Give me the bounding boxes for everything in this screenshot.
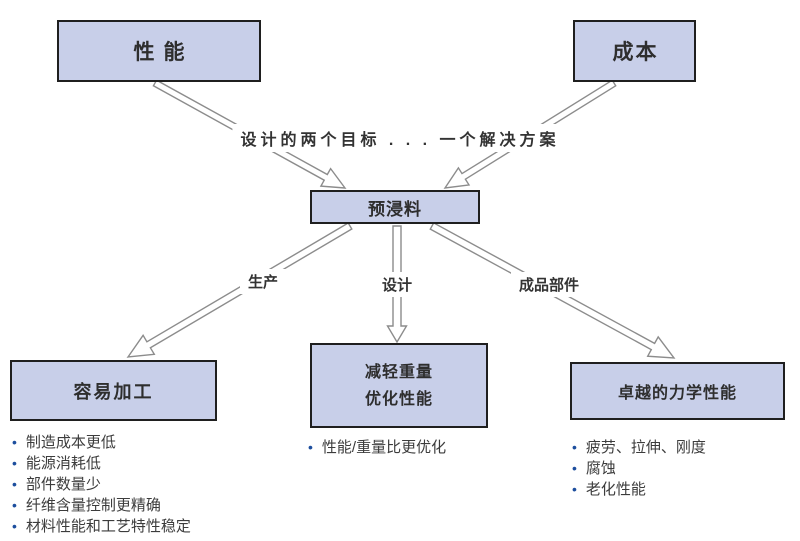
bullet-icon: • xyxy=(572,460,577,476)
list-item: • 制造成本更低 xyxy=(12,432,191,453)
easy-processing-bullet-list: • 制造成本更低 • 能源消耗低 • 部件数量少 • 纤维含量控制更精确 • 材料性能和工… xyxy=(12,432,191,537)
weight-performance-bullet-list: • 性能/重量比更优化 xyxy=(308,437,446,458)
list-item: • 性能/重量比更优化 xyxy=(308,437,446,458)
weight-box-line2: 优化性能 xyxy=(364,390,433,408)
bullet-icon: • xyxy=(12,455,17,471)
bullet-icon: • xyxy=(12,476,17,492)
list-item: • 疲劳、拉伸、刚度 xyxy=(572,437,706,458)
bullet-icon: • xyxy=(572,481,577,497)
branch-label-production: 生产 xyxy=(239,269,287,294)
mechanical-properties-box: 卓越的力学性能 xyxy=(570,362,785,420)
goal-caption: 设计的两个目标 . . . 一个解决方案 xyxy=(232,124,568,152)
list-item: • 腐蚀 xyxy=(572,458,706,479)
list-item: • 材料性能和工艺特性稳定 xyxy=(12,516,191,537)
prepreg-box: 预浸料 xyxy=(310,190,480,224)
branch-label-design: 设计 xyxy=(373,272,421,297)
bullet-text: 疲劳、拉伸、刚度 xyxy=(585,439,706,456)
branch-label-finished-parts: 成品部件 xyxy=(510,272,588,297)
bullet-text: 纤维含量控制更精确 xyxy=(25,497,161,514)
bullet-text: 能源消耗低 xyxy=(25,455,101,472)
list-item: • 部件数量少 xyxy=(12,474,191,495)
bullet-text: 部件数量少 xyxy=(25,476,101,493)
bullet-text: 材料性能和工艺特性稳定 xyxy=(25,518,191,535)
performance-box: 性能 xyxy=(57,20,261,82)
bullet-icon: • xyxy=(12,497,17,513)
bullet-icon: • xyxy=(12,434,17,450)
bullet-text: 制造成本更低 xyxy=(25,434,116,451)
bullet-icon: • xyxy=(12,518,17,534)
list-item: • 老化性能 xyxy=(572,479,706,500)
bullet-text: 性能/重量比更优化 xyxy=(321,439,447,456)
easy-processing-box: 容易加工 xyxy=(10,360,217,421)
weight-box-line1: 减轻重量 xyxy=(364,363,433,381)
list-item: • 纤维含量控制更精确 xyxy=(12,495,191,516)
bullet-icon: • xyxy=(572,439,577,455)
mechanical-bullet-list: • 疲劳、拉伸、刚度 • 腐蚀 • 老化性能 xyxy=(572,437,706,500)
bullet-text: 腐蚀 xyxy=(585,460,616,477)
arrow-prepreg-to-easy xyxy=(126,222,353,358)
weight-performance-box: 减轻重量 优化性能 xyxy=(310,343,488,428)
bullet-text: 老化性能 xyxy=(585,481,646,498)
cost-box: 成本 xyxy=(573,20,696,82)
bullet-icon: • xyxy=(308,439,313,455)
list-item: • 能源消耗低 xyxy=(12,453,191,474)
